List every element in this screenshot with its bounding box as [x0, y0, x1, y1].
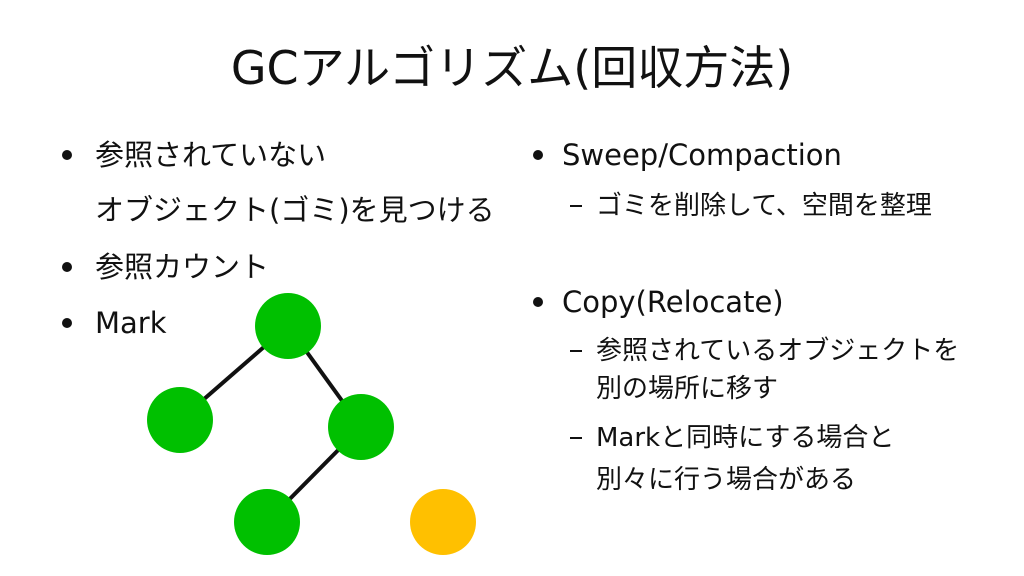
sub-bullet-dash: [570, 437, 582, 439]
left-bullet-3: Mark: [95, 306, 167, 340]
grandchild-node: [234, 489, 300, 555]
copy-sub-1-line-1: 参照されているオブジェクトを: [596, 336, 960, 366]
copy-sub-2-line-1: Markと同時にする場合と: [596, 423, 895, 453]
garbage-node: [410, 489, 476, 555]
root-node: [255, 293, 321, 359]
bullet-dot: [62, 150, 72, 160]
left-bullet-2: 参照カウント: [95, 250, 270, 284]
child-node: [147, 387, 213, 453]
sub-bullet-dash: [570, 205, 582, 207]
copy-sub-1-line-2: 別の場所に移す: [596, 374, 779, 404]
left-bullet-1-line-1: 参照されていない: [95, 138, 327, 172]
left-bullet-1-line-2: オブジェクト(ゴミ)を見つける: [95, 193, 495, 227]
slide-title: GCアルゴリズム(回収方法): [230, 41, 794, 95]
copy-sub-2-line-2: 別々に行う場合がある: [596, 465, 857, 495]
sub-bullet-dash: [570, 350, 582, 352]
child-node: [328, 394, 394, 460]
sweep-sub-1: ゴミを削除して、空間を整理: [596, 191, 932, 221]
bullet-dot: [62, 318, 72, 328]
right-bullet-copy: Copy(Relocate): [562, 285, 784, 319]
bullet-dot: [62, 262, 72, 272]
bullet-dot: [533, 297, 543, 307]
right-bullet-sweep: Sweep/Compaction: [562, 138, 842, 172]
bullet-dot: [533, 150, 543, 160]
